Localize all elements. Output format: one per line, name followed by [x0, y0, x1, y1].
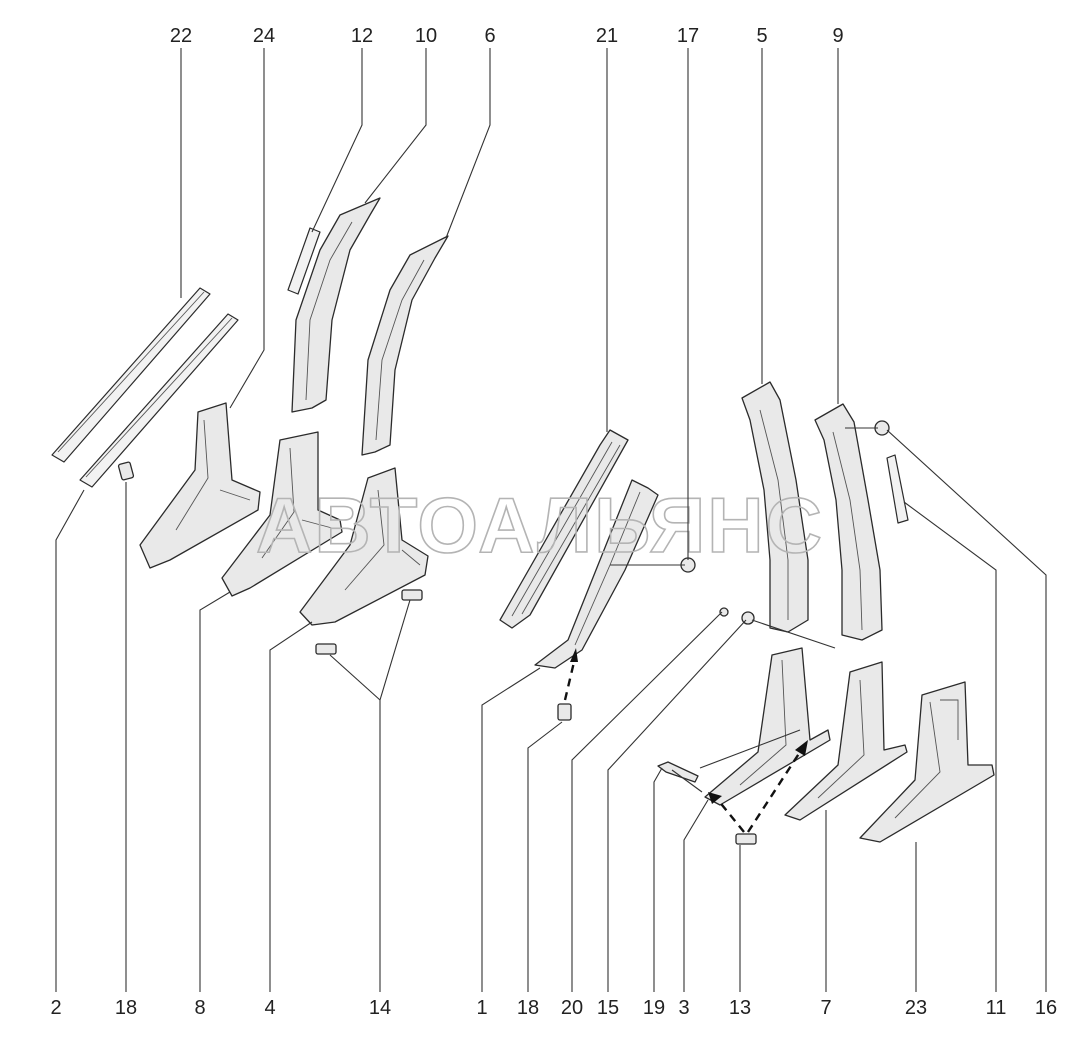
callout-label: 3: [678, 997, 689, 1019]
callout-label: 4: [264, 997, 275, 1019]
callout-label: 16: [1035, 997, 1057, 1019]
callout-label: 22: [170, 25, 192, 47]
callout-label: 18: [517, 997, 539, 1019]
part-12-strip: [287, 227, 321, 295]
part-19-screw: [657, 761, 699, 783]
callout-label: 1: [476, 997, 487, 1019]
callout-label: 21: [596, 25, 618, 47]
part-23-lower-trim: [859, 681, 995, 843]
part-2-strip: [79, 313, 239, 488]
callout-label: 17: [677, 25, 699, 47]
callout-label: 2: [50, 997, 61, 1019]
part-7-lower-trim: [784, 661, 908, 821]
part-21-long-panel: [499, 429, 629, 629]
bottom-callout-labels: 2 18 8 4 14 1 18 20 15 19 3 13 7 23 11 1…: [50, 997, 1057, 1019]
callout-label: 12: [351, 25, 373, 47]
part-18-clip-center: [557, 703, 572, 721]
callout-label: 15: [597, 997, 619, 1019]
callout-label: 18: [115, 997, 137, 1019]
part-14-clip-b: [401, 589, 423, 601]
part-24-pillar-trim: [139, 402, 261, 569]
callout-label: 24: [253, 25, 275, 47]
assembly-arrows: [563, 648, 808, 833]
part-5-tall-pillar: [741, 381, 809, 633]
callout-label: 5: [756, 25, 767, 47]
part-10-curved-pillar: [291, 197, 381, 413]
assembly-lines: [610, 427, 878, 793]
callout-label: 6: [484, 25, 495, 47]
part-14-clip-a: [315, 643, 337, 655]
callout-label: 13: [729, 997, 751, 1019]
callout-label: 20: [561, 997, 583, 1019]
part-9-tall-pillar: [814, 403, 883, 641]
part-4-lower-trim: [299, 467, 429, 626]
part-18-clip-left: [117, 461, 135, 481]
callout-label: 9: [832, 25, 843, 47]
callout-label: 23: [905, 997, 927, 1019]
part-13-clip: [735, 833, 757, 845]
part-6-curved-pillar: [361, 235, 449, 456]
part-22-strip: [51, 287, 211, 463]
callout-label: 10: [415, 25, 437, 47]
callout-label: 19: [643, 997, 665, 1019]
part-3-lower-trim: [704, 647, 831, 806]
callout-label: 8: [194, 997, 205, 1019]
callout-label: 7: [820, 997, 831, 1019]
part-11-strip: [886, 454, 909, 524]
callout-label: 14: [369, 997, 391, 1019]
top-callout-labels: 22 24 12 10 6 21 17 5 9: [170, 25, 844, 47]
watermark: АВТОАЛЬЯНС: [256, 481, 824, 569]
part-20-screw: [719, 607, 729, 617]
leader-lines: [55, 48, 1047, 992]
part-8-pillar-trim: [221, 431, 343, 597]
callout-label: 11: [986, 997, 1007, 1019]
